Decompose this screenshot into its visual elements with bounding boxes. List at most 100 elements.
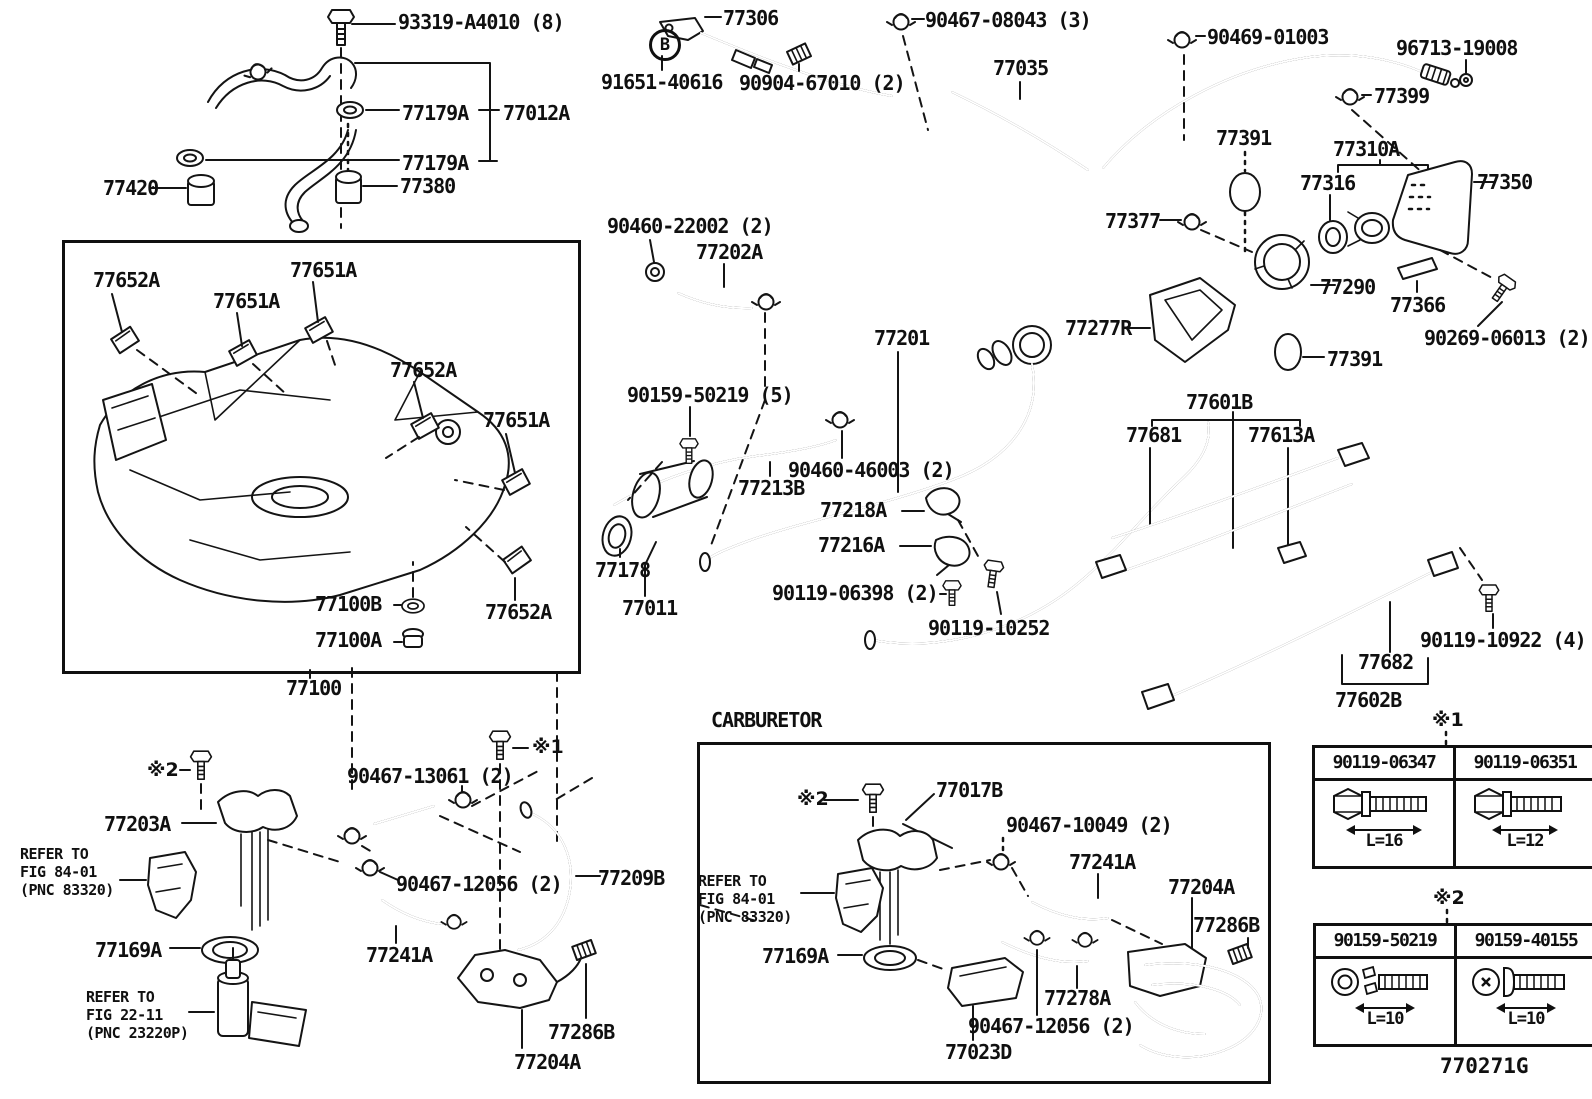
spring-icon	[571, 939, 597, 961]
part-label-90460-22002: 90460-22002 (2)	[607, 214, 774, 238]
bolt-length: L=16	[1365, 831, 1404, 851]
fuel-tank-box	[62, 240, 581, 674]
part-label-77201: 77201	[874, 326, 930, 350]
refer-note-fig-84-01-2: REFER TO FIG 84-01 (PNC 83320)	[698, 872, 792, 926]
part-label-77316: 77316	[1300, 171, 1356, 195]
part-label-77652a-2: 77652A	[390, 358, 457, 382]
part-label-77681: 77681	[1126, 423, 1182, 447]
part-label-77209b: 77209B	[598, 866, 665, 890]
length-arrow	[1496, 1003, 1556, 1013]
bolt-part-number: 90119-06351	[1456, 748, 1592, 781]
part-label-77602b: 77602B	[1335, 688, 1402, 712]
marker-star2-1: ※2	[147, 759, 179, 781]
part-label-90119-10922: 90119-10922 (4)	[1420, 628, 1587, 652]
part-label-77290: 77290	[1320, 275, 1376, 299]
bolt-spec-cell: 90159-40155 L=10	[1454, 926, 1592, 1044]
part-label-77169a-2: 77169A	[762, 944, 829, 968]
part-label-77377: 77377	[1105, 209, 1161, 233]
part-label-77179a-1: 77179A	[402, 101, 469, 125]
marker-star1-1: ※1	[532, 736, 564, 758]
fuel-cap-cluster-drawing	[1127, 88, 1519, 371]
clamp-icon	[1335, 88, 1365, 106]
bolt-spec-table-1: 90119-06347 L=16 90119-06351	[1312, 745, 1592, 869]
part-label-90269-06013: 90269-06013 (2)	[1424, 326, 1591, 350]
flange-bolt-icon	[1333, 787, 1427, 821]
part-label-77420: 77420	[103, 176, 159, 200]
part-label-77651a-3: 77651A	[483, 408, 550, 432]
screw-icon	[1486, 271, 1519, 307]
clamp-icon	[355, 859, 385, 877]
bolt-spec-cell: 90119-06347 L=16	[1315, 748, 1453, 866]
clamp-icon	[241, 59, 275, 84]
marker-star2-table: ※2	[1433, 887, 1465, 909]
part-label-77213b: 77213B	[738, 476, 805, 500]
part-label-77399: 77399	[1374, 84, 1430, 108]
clamp-icon	[751, 293, 781, 311]
part-label-90460-46003: 90460-46003 (2)	[788, 458, 955, 482]
part-label-77651a-2: 77651A	[290, 258, 357, 282]
bolt-spec-cell: 90119-06351 L=12	[1453, 748, 1592, 866]
part-label-77682: 77682	[1358, 650, 1414, 674]
refer-note-fig-22-11: REFER TO FIG 22-11 (PNC 23220P)	[86, 988, 189, 1042]
filler-pipe-drawing	[601, 239, 1210, 650]
bolt-icon	[679, 438, 699, 464]
part-label-90159-50219-5: 90159-50219 (5)	[627, 383, 794, 407]
bolt-length: L=12	[1506, 831, 1545, 851]
bolt-icon	[488, 730, 512, 761]
part-label-90467-12056-2: 90467-12056 (2)	[968, 1014, 1135, 1038]
grommet-icon	[336, 101, 364, 119]
bolt-length: L=10	[1366, 1009, 1405, 1029]
marker-star1-table: ※1	[1432, 709, 1464, 731]
part-label-77100b: 77100B	[315, 592, 382, 616]
part-label-77017b: 77017B	[936, 778, 1003, 802]
bolt-spec-cell: 90159-50219 L=10	[1316, 926, 1454, 1044]
part-label-90904-67010: 90904-67010 (2)	[739, 71, 906, 95]
pan-head-screw-icon	[1472, 967, 1565, 997]
part-label-77169a-1: 77169A	[95, 938, 162, 962]
part-label-77380: 77380	[400, 174, 456, 198]
bolt-icon	[327, 9, 355, 46]
part-label-77204a-1: 77204A	[514, 1050, 581, 1074]
length-arrow	[1346, 825, 1422, 835]
breather-tube-assembly-drawing	[149, 9, 500, 233]
length-arrow	[1355, 1003, 1415, 1013]
part-label-77652a-3: 77652A	[485, 600, 552, 624]
carburetor-section-title: CARBURETOR	[711, 708, 822, 732]
part-label-77391-1: 77391	[1216, 126, 1272, 150]
clamp-icon	[440, 913, 468, 930]
diagram-code: 770271G	[1440, 1054, 1529, 1078]
part-label-77203a: 77203A	[104, 812, 171, 836]
carburetor-cluster-drawing	[699, 783, 1263, 1059]
callout-b-circle: B	[649, 29, 681, 61]
fuel-pump-cluster-drawing	[119, 730, 601, 1049]
clamp-icon	[1177, 213, 1207, 231]
carburetor-box	[697, 742, 1271, 1084]
part-label-90467-12056-1: 90467-12056 (2)	[396, 872, 563, 896]
part-label-77012a: 77012A	[503, 101, 570, 125]
part-label-90467-08043: 90467-08043 (3)	[925, 8, 1092, 32]
part-label-96713-19008: 96713-19008	[1396, 36, 1518, 60]
part-label-93319-a4010: 93319-A4010 (8)	[398, 10, 565, 34]
tank-band-drawing	[1095, 411, 1500, 710]
part-label-77366: 77366	[1390, 293, 1446, 317]
bolt-spec-table-2: 90159-50219 L=10 90159-40155	[1313, 923, 1592, 1047]
part-label-77601b: 77601B	[1186, 390, 1253, 414]
clamp-icon	[1167, 31, 1197, 49]
part-label-77310a: 77310A	[1333, 137, 1400, 161]
accelerator-link-cable-drawing	[659, 13, 1473, 171]
part-label-90467-13061: 90467-13061 (2)	[347, 764, 514, 788]
bolt-icon	[189, 750, 213, 781]
part-label-90119-10252: 90119-10252	[928, 616, 1050, 640]
grommet-icon	[176, 149, 204, 167]
part-label-77277r: 77277R	[1065, 316, 1132, 340]
bolt-part-number: 90159-40155	[1457, 926, 1592, 959]
part-label-77023d: 77023D	[945, 1040, 1012, 1064]
clamp-icon	[886, 13, 916, 31]
clamp-icon	[825, 411, 855, 429]
part-label-77204a-2: 77204A	[1168, 875, 1235, 899]
part-label-77613a: 77613A	[1248, 423, 1315, 447]
part-label-77011: 77011	[622, 596, 678, 620]
bolt-part-number: 90119-06347	[1315, 748, 1453, 781]
